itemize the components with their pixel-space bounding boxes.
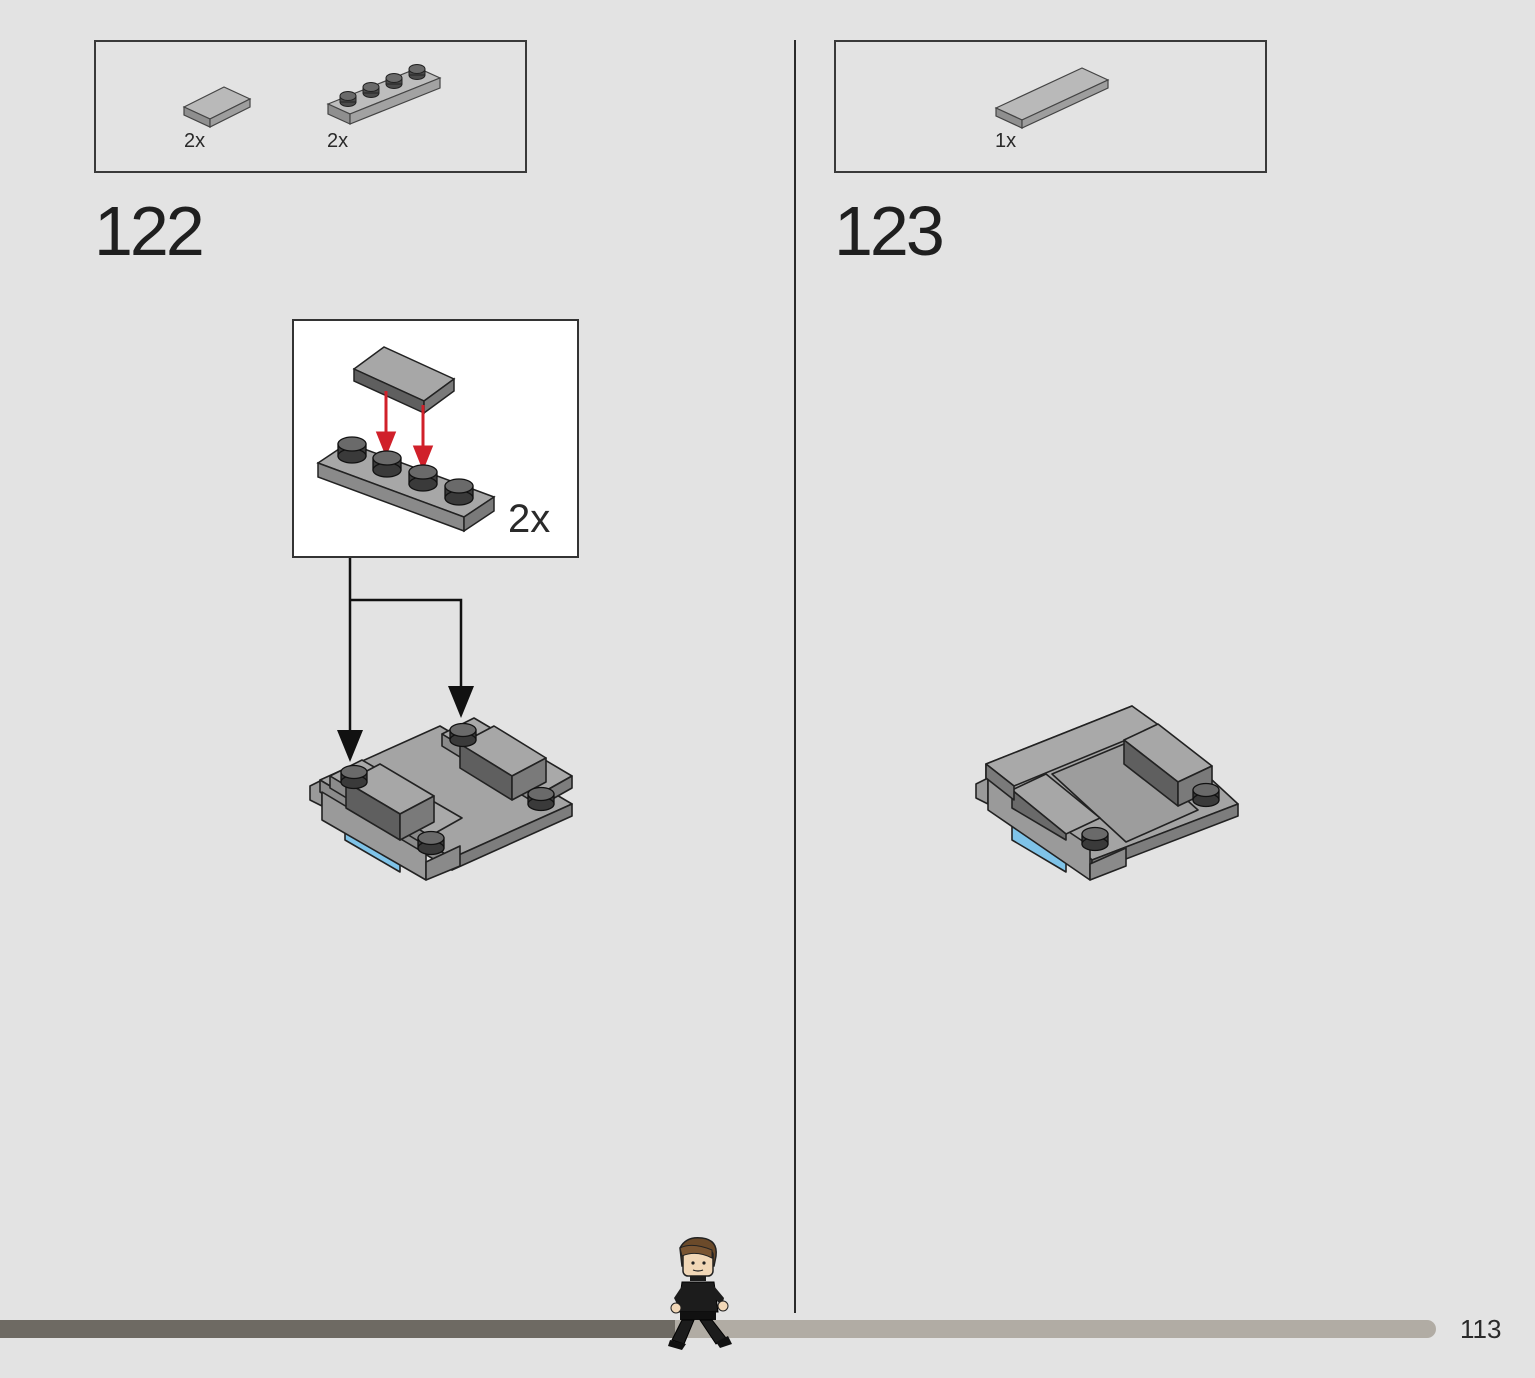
sub-assembly-illustration — [316, 346, 496, 533]
part-qty: 2x — [327, 130, 349, 152]
tile-1x4-icon — [994, 67, 1110, 129]
minifigure-icon — [668, 1236, 732, 1350]
plate-1x4-icon — [326, 64, 442, 125]
callout-qty: 2x — [508, 497, 551, 541]
part-qty: 2x — [184, 130, 206, 152]
part-qty: 1x — [995, 130, 1017, 152]
step-number: 122 — [94, 192, 205, 270]
sub-assembly-callout: 2x — [292, 319, 579, 558]
parts-list-123: 1x — [834, 40, 1267, 173]
step-number: 123 — [834, 192, 945, 270]
page-number: 113 — [1460, 1314, 1502, 1344]
parts-list-122: 2x 2x — [94, 40, 527, 173]
tile-1x2-icon — [182, 86, 252, 128]
step-divider — [794, 40, 796, 1313]
progress-fill — [0, 1320, 675, 1338]
